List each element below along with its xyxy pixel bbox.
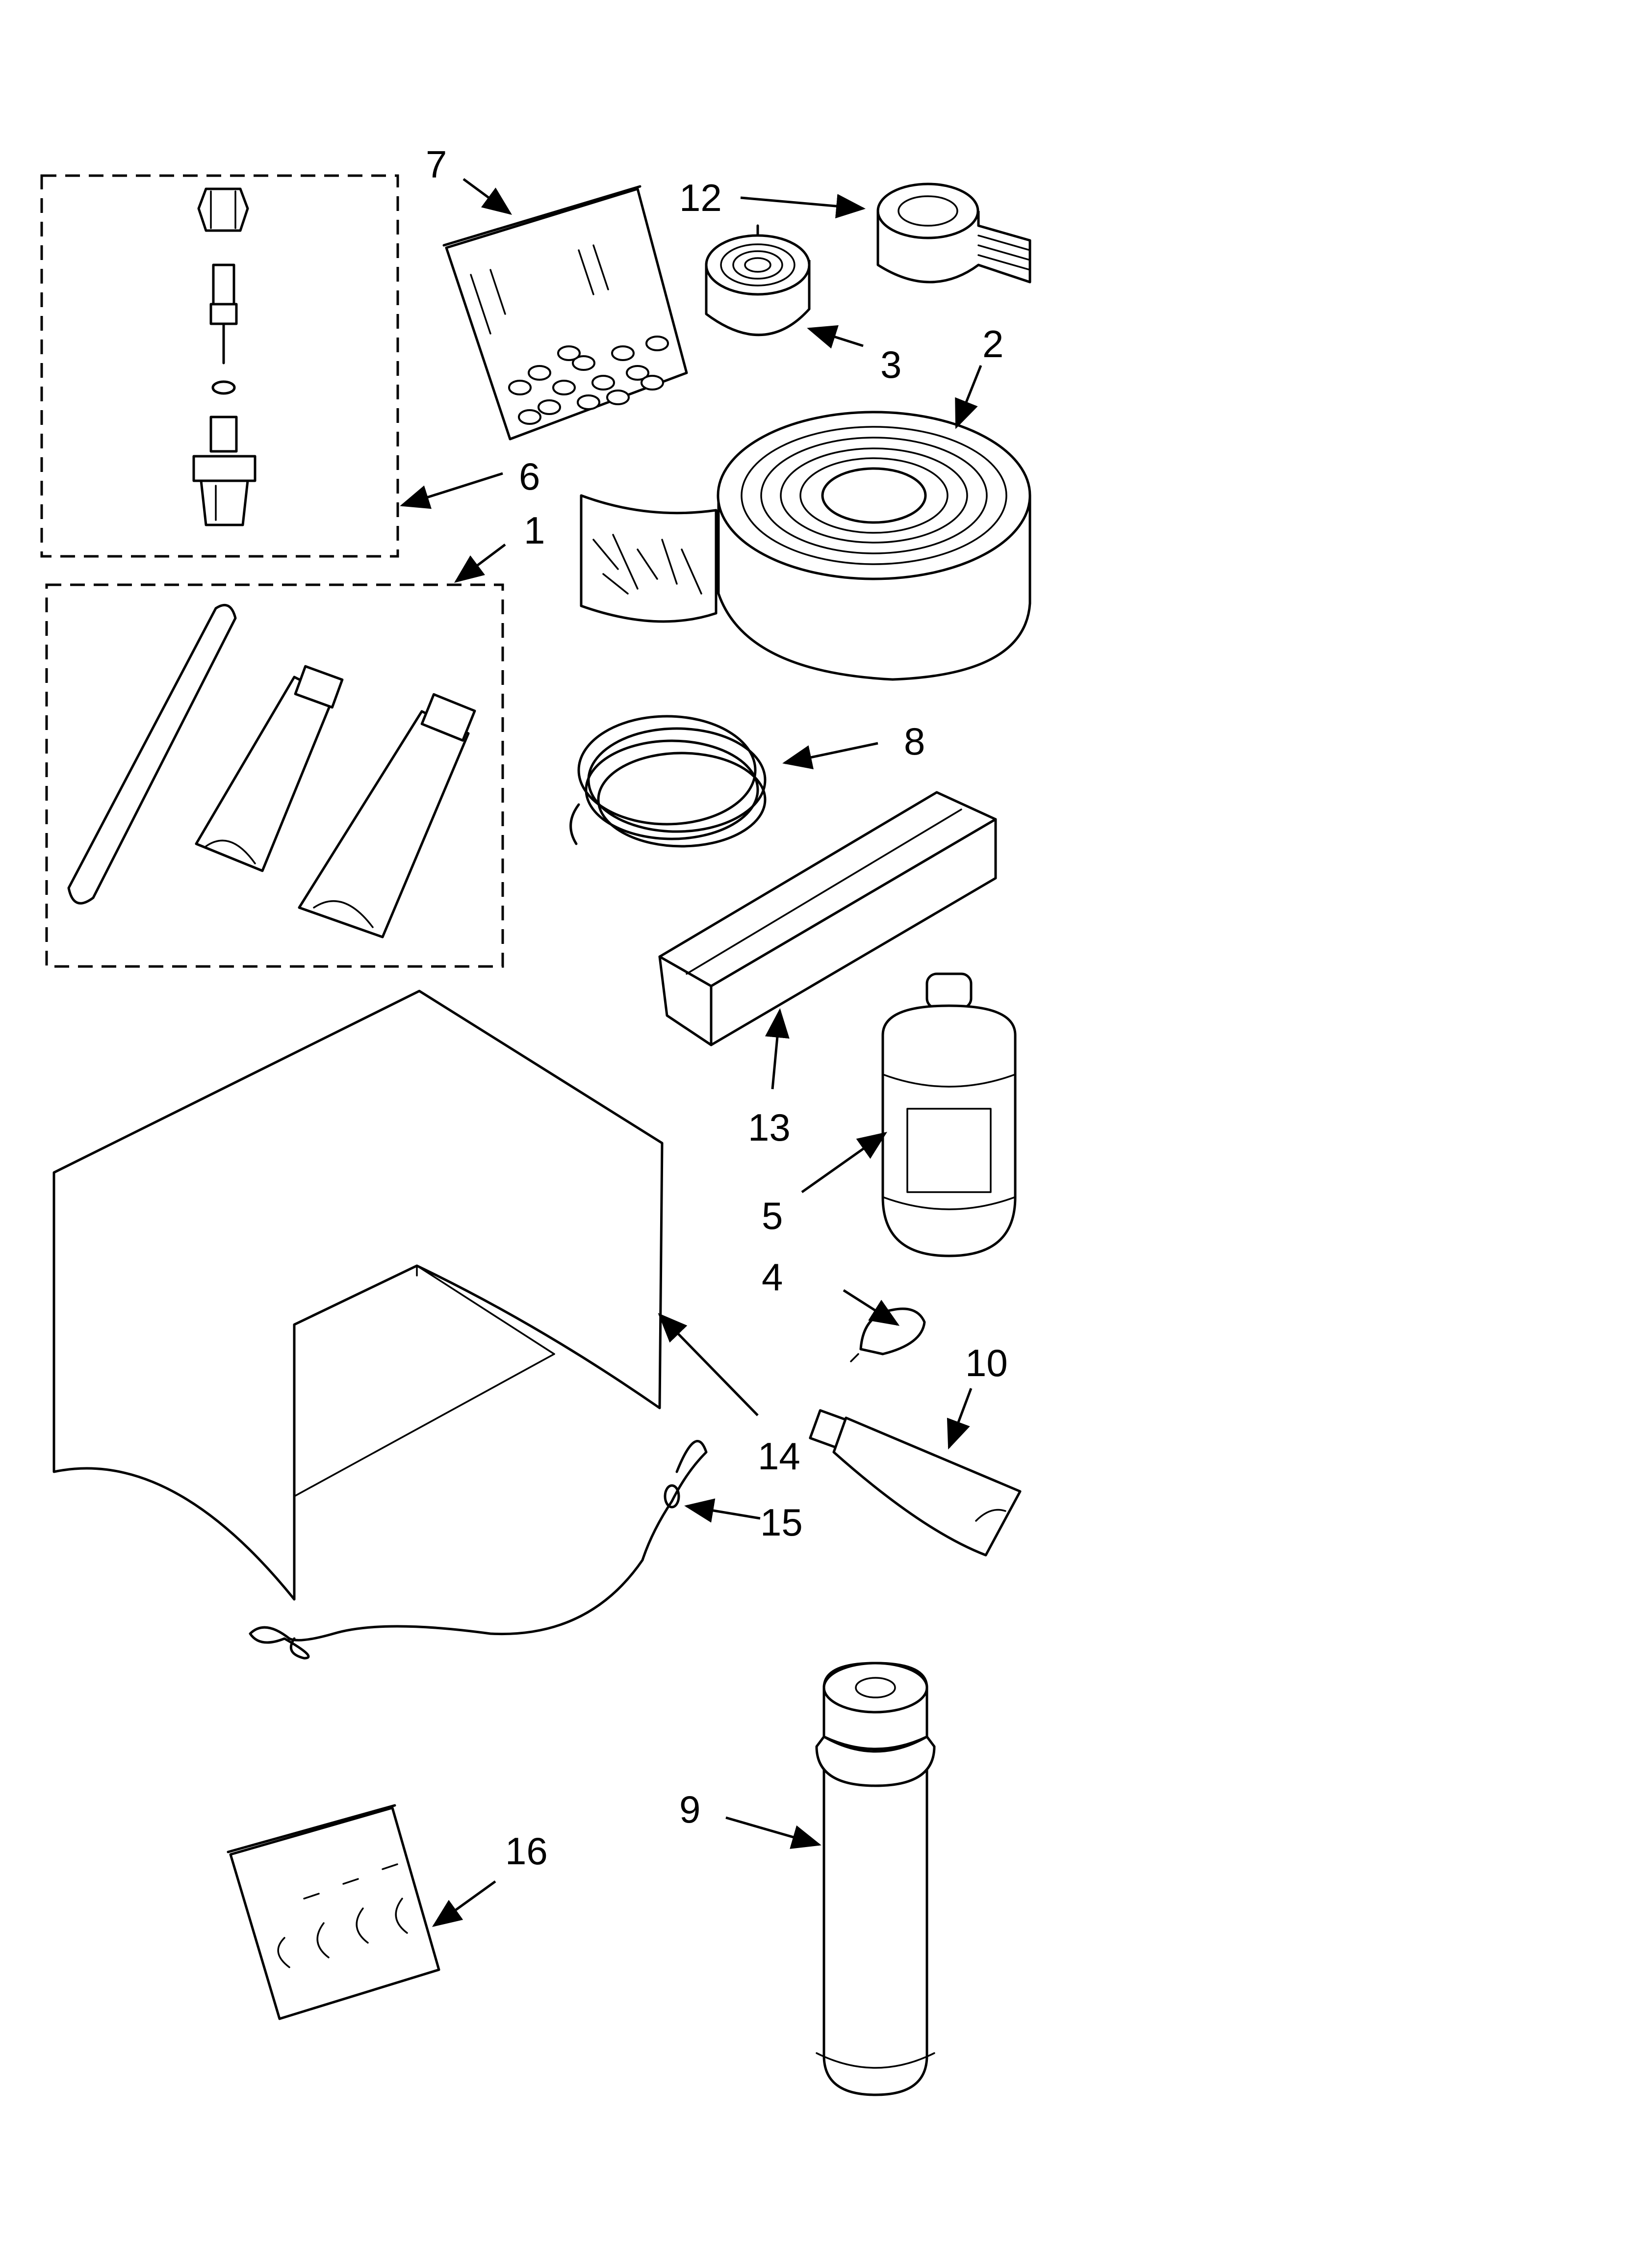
part-8-wire-coil: [569, 715, 767, 848]
callout-10: 10: [965, 1341, 1008, 1384]
callout-labels: 7 12 3 2 6 1 8 13 5 4 10 14 15 9 16: [426, 143, 1008, 1873]
callout-7: 7: [426, 143, 447, 186]
callout-9: 9: [679, 1788, 700, 1831]
callout-2: 2: [982, 322, 1003, 365]
callout-15: 15: [760, 1501, 803, 1544]
callout-14: 14: [758, 1434, 800, 1478]
leader-lines: [400, 178, 982, 1927]
part-6-fitting-kit: [40, 174, 399, 558]
part-1-sealant-kit: [45, 583, 504, 968]
part-10-tube: [809, 1409, 1022, 1557]
part-15-cord: [249, 1440, 708, 1660]
part-13-foam-strip: [658, 791, 997, 1046]
callout-1: 1: [524, 509, 545, 552]
part-7-bag: [442, 185, 688, 441]
callout-3: 3: [880, 343, 901, 386]
callout-6: 6: [519, 455, 540, 498]
callout-5: 5: [762, 1194, 783, 1237]
part-4-plug: [850, 1307, 926, 1362]
callout-16: 16: [505, 1829, 548, 1873]
callout-4: 4: [762, 1255, 783, 1299]
part-9-can: [815, 1662, 936, 2096]
part-12-tape: [876, 182, 1031, 284]
part-2-insulation-roll: [580, 411, 1031, 681]
part-3-tape-roll: [705, 224, 811, 337]
part-16-bag: [227, 1804, 440, 2020]
kit-box-6: [40, 174, 399, 558]
part-14-cover: [52, 990, 664, 1601]
callout-13: 13: [748, 1106, 791, 1149]
callout-8: 8: [904, 720, 925, 763]
callout-12: 12: [679, 176, 722, 219]
part-5-bottle: [881, 972, 1017, 1257]
kit-box-1: [45, 583, 504, 968]
